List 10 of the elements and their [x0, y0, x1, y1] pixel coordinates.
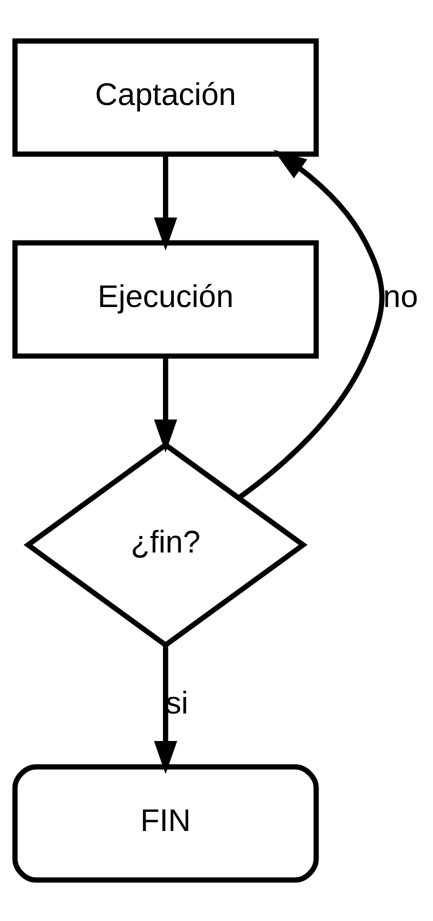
- arrow: [237, 150, 384, 500]
- edge-label: no: [383, 279, 418, 314]
- arrow: [154, 645, 178, 774]
- node-box: Ejecución: [12, 240, 319, 359]
- node-box: Captación: [12, 38, 319, 157]
- node-box: FIN: [12, 764, 319, 883]
- node-diamond: ¿fin?: [24, 442, 308, 648]
- arrow: [154, 154, 178, 251]
- edge-label: si: [166, 686, 188, 721]
- arrow: [154, 356, 178, 453]
